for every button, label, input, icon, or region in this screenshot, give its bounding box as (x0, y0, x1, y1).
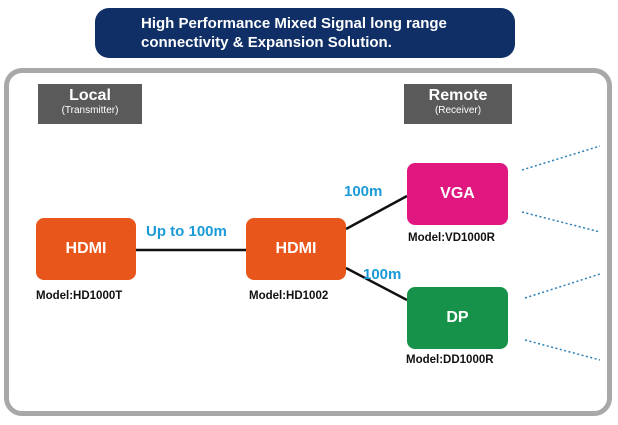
model-dd1000r: Model:DD1000R (406, 354, 494, 366)
title-banner: High Performance Mixed Signal long range… (95, 8, 515, 58)
banner-line-2: connectivity & Expansion Solution. (141, 34, 392, 51)
link-hub-dp (345, 266, 408, 302)
remote-title: Remote (428, 87, 488, 104)
link-hub-vga (345, 194, 408, 231)
dotted-dp-bottom (524, 339, 601, 361)
remote-subtitle: (Receiver) (434, 105, 482, 116)
distance-hub-vga: 100m (344, 183, 383, 200)
dotted-vga-top (521, 145, 601, 171)
diagram-frame (4, 68, 612, 416)
dotted-vga-bottom (521, 211, 601, 233)
dotted-dp-top (524, 273, 601, 299)
model-hd1002: Model:HD1002 (249, 290, 329, 302)
distance-tx-hub: Up to 100m (146, 223, 227, 240)
banner-line-1: High Performance Mixed Signal long range (141, 15, 447, 32)
node-hdmi-hub: HDMI (246, 218, 346, 280)
remote-label: Remote (Receiver) (404, 84, 512, 124)
model-vd1000r: Model:VD1000R (408, 232, 495, 244)
local-label: Local (Transmitter) (38, 84, 142, 124)
local-title: Local (69, 87, 111, 104)
node-dp-receiver: DP (407, 287, 508, 349)
local-subtitle: (Transmitter) (61, 105, 119, 116)
distance-hub-dp: 100m (363, 266, 402, 283)
node-hdmi-transmitter: HDMI (36, 218, 136, 280)
model-hd1000t: Model:HD1000T (36, 290, 123, 302)
node-vga-receiver: VGA (407, 163, 508, 225)
